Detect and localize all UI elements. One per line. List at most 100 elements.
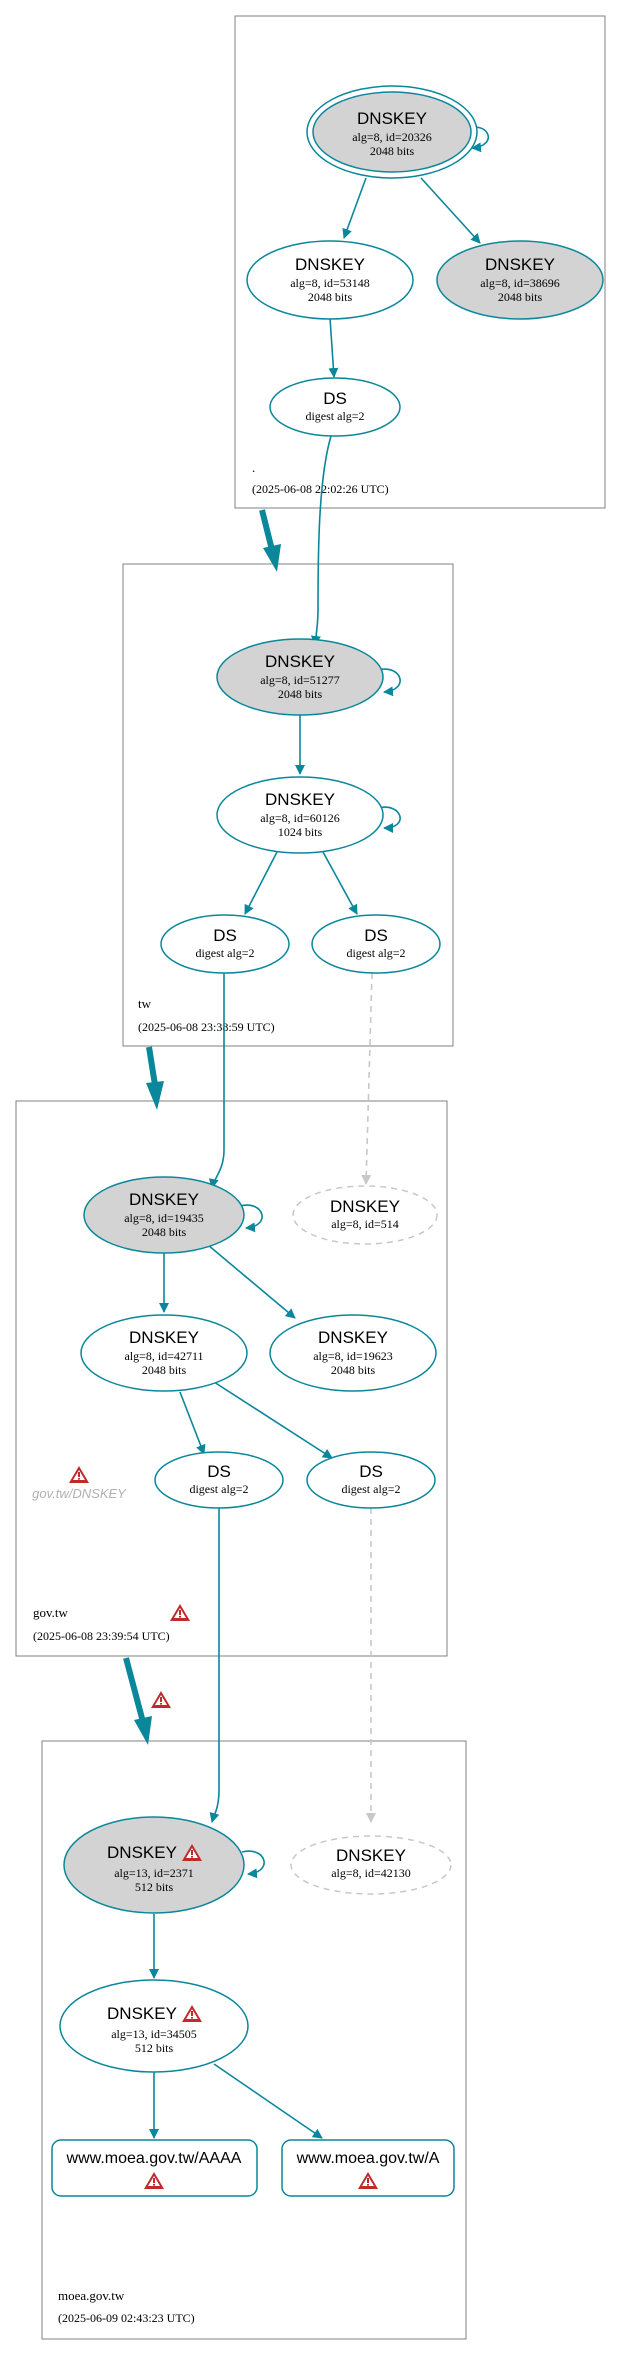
node-detail: 512 bits <box>135 1880 174 1894</box>
node-title: DNSKEY <box>485 255 555 274</box>
zone-name-tw: tw <box>138 996 152 1011</box>
zone-timestamp-root: (2025-06-08 22:02:26 UTC) <box>252 482 389 496</box>
node-detail: alg=8, id=19623 <box>313 1349 393 1363</box>
edge-tw-zsk-ds2 <box>322 851 358 915</box>
edge-tw-zsk-self <box>377 806 401 833</box>
node-detail: digest alg=2 <box>195 946 254 960</box>
node-title: DNSKEY <box>265 652 335 671</box>
edge-root-zsk1-ds <box>328 317 339 378</box>
node-title: DNSKEY <box>318 1328 388 1347</box>
node-root-ds[interactable]: DS digest alg=2 <box>269 377 401 437</box>
node-title: DNSKEY <box>336 1846 406 1865</box>
node-title: DS <box>213 926 237 945</box>
node-detail: alg=8, id=20326 <box>352 130 432 144</box>
edge-gov-ksk-zsk2 <box>207 1244 296 1319</box>
node-detail: digest alg=2 <box>189 1482 248 1496</box>
node-title: DNSKEY <box>330 1197 400 1216</box>
node-gov-zsk-19623[interactable]: DNSKEY alg=8, id=19623 2048 bits <box>269 1314 437 1392</box>
node-title: DNSKEY <box>107 1843 177 1862</box>
edge-tw-ds2-gov-missing <box>361 972 373 1185</box>
node-tw-ds-2[interactable]: DS digest alg=2 <box>311 914 441 974</box>
edge-root-ds-tw-ksk <box>310 435 332 646</box>
delegation-arrow-gov-moea <box>123 1657 152 1745</box>
edge-tw-ds-gov-ksk <box>208 973 225 1189</box>
node-detail: 2048 bits <box>142 1363 187 1377</box>
zone-timestamp-tw: (2025-06-08 23:38:59 UTC) <box>138 1020 275 1034</box>
node-tw-ds-1[interactable]: DS digest alg=2 <box>160 914 290 974</box>
zone-name-moea: moea.gov.tw <box>58 2288 125 2303</box>
node-title: DS <box>359 1462 383 1481</box>
node-root-zsk-38696[interactable]: DNSKEY alg=8, id=38696 2048 bits <box>436 240 604 320</box>
edge-gov-ksk-self <box>239 1204 263 1233</box>
node-detail: 2048 bits <box>142 1225 187 1239</box>
node-title: DNSKEY <box>129 1328 199 1347</box>
zone-box-gov-tw <box>15 1100 448 1657</box>
edge-gov-ds-moea-ksk <box>209 1508 220 1823</box>
edge-moea-ksk-self <box>241 1850 265 1879</box>
zone-timestamp-moea: (2025-06-09 02:43:23 UTC) <box>58 2311 195 2325</box>
node-detail: 2048 bits <box>370 144 415 158</box>
zone-box-root <box>234 15 606 509</box>
node-moea-ksk[interactable]: DNSKEY alg=13, id=2371 512 bits <box>63 1816 245 1914</box>
edge-moea-zsk-a <box>213 2063 323 2139</box>
warning-icon <box>69 1466 89 1483</box>
node-detail: alg=8, id=514 <box>331 1217 399 1231</box>
node-title: DS <box>323 389 347 408</box>
node-title: DNSKEY <box>295 255 365 274</box>
node-title: DNSKEY <box>107 2004 177 2023</box>
gov-dnskey-warning[interactable]: gov.tw/DNSKEY <box>32 1466 127 1501</box>
node-detail: digest alg=2 <box>305 409 364 423</box>
rrset-label: www.moea.gov.tw/A <box>296 2150 440 2167</box>
node-rrset-a[interactable]: www.moea.gov.tw/A <box>281 2139 455 2197</box>
edge-tw-ksk-self <box>377 668 401 697</box>
node-detail: 2048 bits <box>498 290 543 304</box>
node-detail: alg=8, id=53148 <box>290 276 370 290</box>
zone-warning-icon <box>170 1604 190 1621</box>
node-detail: alg=13, id=2371 <box>114 1866 194 1880</box>
node-tw-ksk[interactable]: DNSKEY alg=8, id=51277 2048 bits <box>216 638 384 716</box>
node-detail: alg=13, id=34505 <box>111 2027 197 2041</box>
node-detail: 512 bits <box>135 2041 174 2055</box>
delegation-arrow-tw-gov <box>146 1046 164 1110</box>
edge-gov-zsk1-ds2 <box>213 1381 333 1459</box>
node-title: DNSKEY <box>265 790 335 809</box>
delegation-arrow-root-tw <box>259 509 281 572</box>
node-detail: alg=8, id=42711 <box>124 1349 203 1363</box>
node-rrset-aaaa[interactable]: www.moea.gov.tw/AAAA <box>51 2139 258 2197</box>
gov-dnskey-warning-label: gov.tw/DNSKEY <box>32 1486 127 1501</box>
node-moea-missing-dnskey[interactable]: DNSKEY alg=8, id=42130 <box>290 1835 452 1895</box>
node-detail: digest alg=2 <box>341 1482 400 1496</box>
node-detail: digest alg=2 <box>346 946 405 960</box>
zone-timestamp-gov-tw: (2025-06-08 23:39:54 UTC) <box>33 1629 170 1643</box>
zone-box-moea <box>41 1740 467 2340</box>
zone-name-root: . <box>252 460 255 475</box>
edge-root-ksk-zsk2 <box>420 177 481 244</box>
node-moea-zsk[interactable]: DNSKEY alg=13, id=34505 512 bits <box>59 1979 249 2073</box>
node-gov-zsk-42711[interactable]: DNSKEY alg=8, id=42711 2048 bits <box>80 1314 248 1392</box>
node-detail: 1024 bits <box>278 825 323 839</box>
node-detail: alg=8, id=60126 <box>260 811 340 825</box>
node-tw-zsk[interactable]: DNSKEY alg=8, id=60126 1024 bits <box>216 776 384 854</box>
zone-name-gov-tw: gov.tw <box>33 1605 69 1620</box>
node-gov-ksk[interactable]: DNSKEY alg=8, id=19435 2048 bits <box>83 1176 245 1254</box>
edge-tw-zsk-ds1 <box>244 851 278 915</box>
zone-box-tw <box>122 563 454 1047</box>
node-detail: alg=8, id=38696 <box>480 276 560 290</box>
node-detail: alg=8, id=51277 <box>260 673 340 687</box>
edge-gov-zsk1-ds1 <box>179 1391 206 1455</box>
node-detail: alg=8, id=19435 <box>124 1211 204 1225</box>
node-title: DNSKEY <box>357 109 427 128</box>
node-detail: 2048 bits <box>331 1363 376 1377</box>
delegation-warning-icon <box>151 1691 171 1708</box>
node-gov-missing-dnskey[interactable]: DNSKEY alg=8, id=514 <box>292 1185 438 1245</box>
node-gov-ds-1[interactable]: DS digest alg=2 <box>154 1451 284 1509</box>
node-root-zsk-53148[interactable]: DNSKEY alg=8, id=53148 2048 bits <box>246 240 414 320</box>
rrset-label: www.moea.gov.tw/AAAA <box>66 2150 242 2167</box>
node-root-ksk[interactable]: DNSKEY alg=8, id=20326 2048 bits <box>306 85 478 179</box>
node-gov-ds-2[interactable]: DS digest alg=2 <box>306 1451 436 1509</box>
edge-root-ksk-zsk1 <box>342 177 367 239</box>
node-title: DNSKEY <box>129 1190 199 1209</box>
node-detail: 2048 bits <box>308 290 353 304</box>
node-title: DS <box>364 926 388 945</box>
